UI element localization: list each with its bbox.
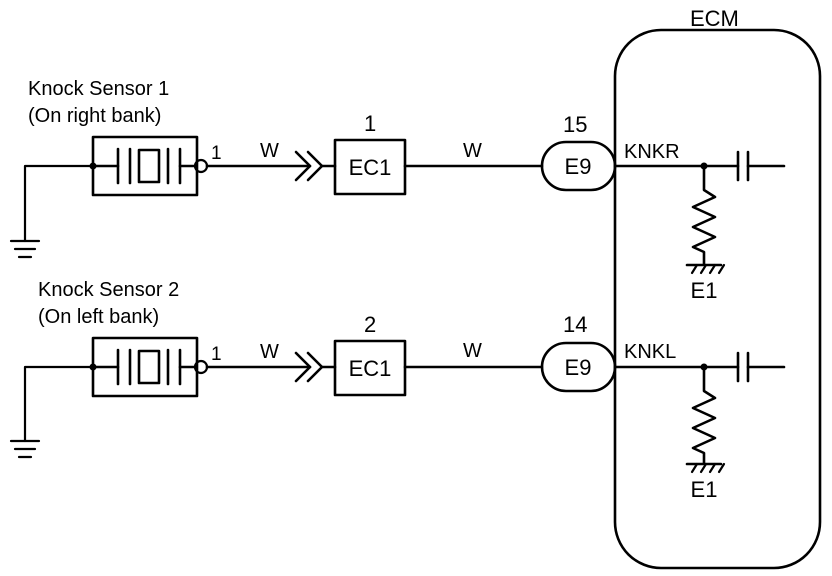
sensor-2-ground-node	[89, 363, 97, 371]
sensor-2-name: Knock Sensor 2	[38, 279, 179, 301]
ecm-ground-1-icon	[685, 263, 726, 275]
sensor-1-ground-node	[89, 162, 97, 170]
ecm-pin-1: 15	[563, 112, 587, 137]
sensor-1-ground-icon	[9, 164, 95, 259]
ground-label-1: E1	[691, 278, 718, 303]
sensor-2-wire-color-in: W	[260, 341, 279, 363]
sensor-2-wire-color-out: W	[463, 340, 482, 362]
signal-label-2: KNKL	[624, 341, 676, 363]
sensor-2-location: (On left bank)	[38, 306, 159, 328]
ground-label-2: E1	[691, 477, 718, 502]
resistor-2-icon	[691, 365, 717, 465]
connector-1-label: EC1	[349, 155, 392, 180]
ecm-connector-2-label: E9	[565, 355, 592, 380]
sensor-2-pin: 1	[211, 344, 222, 365]
capacitor-1-icon	[736, 150, 786, 182]
sensor-1-wire-color-out: W	[463, 140, 482, 162]
ecm-unit: ECM	[613, 6, 822, 570]
ecm-label: ECM	[690, 6, 739, 31]
sensor-1-name: Knock Sensor 1	[28, 78, 169, 100]
ecm-connector-1-label: E9	[565, 154, 592, 179]
connector-2-label: EC1	[349, 356, 392, 381]
connector-1-pin: 1	[364, 111, 376, 136]
capacitor-2-icon	[736, 351, 786, 383]
signal-label-1: KNKR	[624, 141, 680, 163]
sensor-1-location: (On right bank)	[28, 105, 161, 127]
ecm-pin-2: 14	[563, 312, 587, 337]
ecm-ground-2-icon	[685, 462, 726, 474]
ecm-box	[613, 28, 822, 570]
sensor-1-wire-color-in: W	[260, 140, 279, 162]
circuit-knock-sensor-2: Knock Sensor 2 (On left bank) 1 W	[9, 279, 786, 502]
circuit-knock-sensor-1: Knock Sensor 1 (On right bank) 1 W	[9, 78, 786, 303]
sensor-2-ground-icon	[9, 365, 95, 459]
knock-sensor-1-icon	[89, 135, 209, 197]
resistor-1-icon	[691, 164, 717, 266]
connector-2-pin: 2	[364, 312, 376, 337]
knock-sensor-2-icon	[89, 336, 209, 398]
sensor-1-pin: 1	[211, 143, 222, 164]
